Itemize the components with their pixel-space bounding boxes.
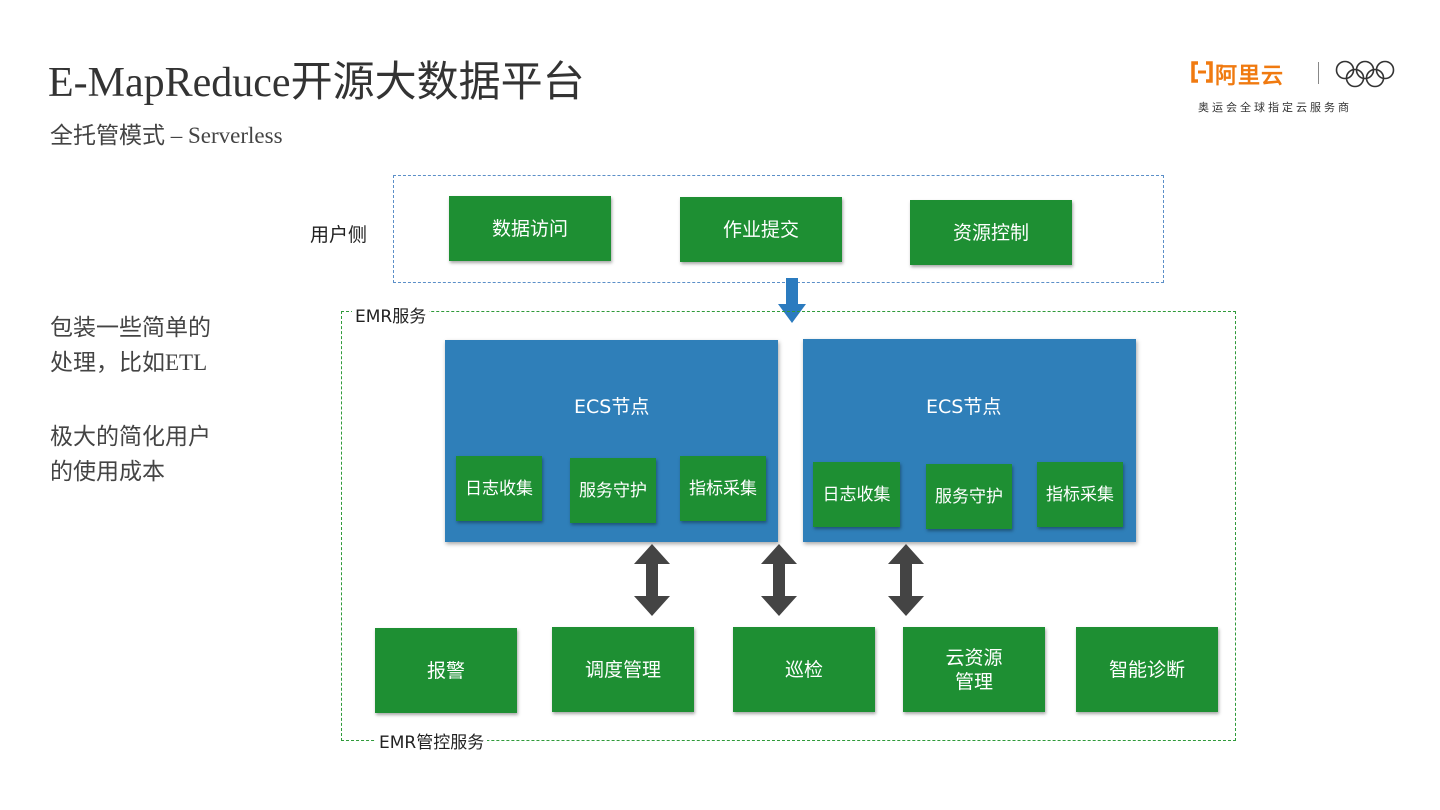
sidenote-line: 处理，比如ETL <box>50 350 208 375</box>
sidenote-line: 的使用成本 <box>50 459 165 484</box>
bidirectional-arrow-icon <box>761 544 797 616</box>
ecs-node-title: ECS节点 <box>926 396 1002 418</box>
bidirectional-arrow-icon <box>888 544 924 616</box>
emr-service-label: EMR服务 <box>352 302 430 327</box>
sidenote-line: 极大的简化用户 <box>50 424 211 449</box>
down-arrow-icon <box>778 278 806 323</box>
ecs-node-title: ECS节点 <box>574 396 650 418</box>
bidirectional-arrow-icon <box>634 544 670 616</box>
logo-divider <box>1318 62 1319 84</box>
log-collect-box: 日志收集 <box>456 456 542 521</box>
schedule-manage-box: 调度管理 <box>552 627 694 712</box>
service-guard-box: 服务守护 <box>926 464 1012 529</box>
logo-brand-text: 阿里云 <box>1215 64 1285 89</box>
aliyun-logo-icon <box>1191 61 1213 83</box>
emr-service-container <box>341 311 1236 741</box>
log-collect-box: 日志收集 <box>813 462 900 527</box>
resource-control-box: 资源控制 <box>910 200 1072 265</box>
cloud-resource-manage-box: 云资源 管理 <box>903 627 1045 712</box>
emr-control-label: EMR管控服务 <box>376 728 488 753</box>
logo-slogan: 奥运会全球指定云服务商 <box>1198 101 1352 114</box>
job-submit-box: 作业提交 <box>680 197 842 262</box>
sidenote-line: 包装一些简单的 <box>50 315 211 340</box>
page-title: E-MapReduce开源大数据平台 <box>48 60 585 106</box>
alarm-box: 报警 <box>375 628 517 713</box>
smart-diagnosis-box: 智能诊断 <box>1076 627 1218 712</box>
data-access-box: 数据访问 <box>449 196 611 261</box>
service-guard-box: 服务守护 <box>570 458 656 523</box>
metric-collect-box: 指标采集 <box>680 456 766 521</box>
olympic-rings-icon <box>1335 60 1395 88</box>
metric-collect-box: 指标采集 <box>1037 462 1123 527</box>
user-side-label: 用户侧 <box>310 224 368 246</box>
page-subtitle: 全托管模式 – Serverless <box>50 123 283 148</box>
inspection-box: 巡检 <box>733 627 875 712</box>
user-side-container <box>393 175 1164 283</box>
